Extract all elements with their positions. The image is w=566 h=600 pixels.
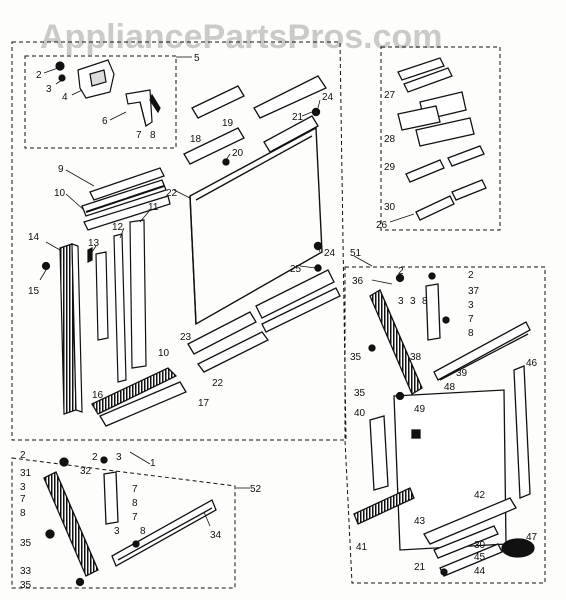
rail-bottom-10-17 — [91, 367, 187, 427]
callout-42: 42 — [474, 490, 486, 501]
callout-8b: 8 — [468, 328, 474, 339]
callout-24b: 24 — [324, 248, 336, 259]
callout-29: 29 — [384, 162, 396, 173]
callout-20: 20 — [232, 148, 244, 159]
callout-24a: 24 — [322, 92, 334, 103]
callout-35b: 35 — [354, 388, 366, 399]
callout-10b: 10 — [158, 348, 170, 359]
callout-3e: 3 — [116, 452, 122, 463]
sub-box-52 — [11, 457, 236, 589]
callout-3a: 3 — [46, 84, 52, 95]
callout-labels: 5 2 3 4 6 7 8 9 10 11 12 13 14 15 16 10 … — [20, 53, 538, 591]
callout-16: 16 — [92, 390, 104, 401]
callout-46: 46 — [526, 358, 538, 369]
callout-36: 36 — [352, 276, 364, 287]
callout-1: 1 — [150, 458, 156, 469]
callout-41: 41 — [356, 542, 368, 553]
callout-2c: 2 — [468, 270, 474, 281]
callout-9: 9 — [58, 164, 64, 175]
callout-43: 43 — [414, 516, 426, 527]
main-frame-boundary — [11, 41, 347, 441]
callout-28: 28 — [384, 134, 396, 145]
callout-22b: 22 — [212, 378, 224, 389]
callout-21: 21 — [292, 112, 304, 123]
callout-27: 27 — [384, 90, 396, 101]
callout-23: 23 — [180, 332, 192, 343]
callout-32: 32 — [80, 466, 92, 477]
callout-7c: 7 — [20, 494, 26, 505]
callout-3c: 3 — [398, 296, 404, 307]
callout-17: 17 — [198, 398, 210, 409]
callout-8a: 8 — [150, 130, 156, 141]
watermark: AppliancePartsPros.com — [40, 18, 443, 56]
callout-35c: 35 — [20, 538, 32, 549]
leader-lines — [39, 56, 415, 527]
callout-52: 52 — [250, 484, 262, 495]
callout-13: 13 — [88, 238, 100, 249]
callout-7b: 7 — [468, 314, 474, 325]
parts-52-assembly — [43, 456, 217, 587]
callout-45: 45 — [474, 552, 486, 563]
bracket-assembly-top-left — [55, 59, 161, 127]
callout-49: 49 — [414, 404, 426, 415]
callout-51: 51 — [350, 248, 362, 259]
callout-26: 26 — [376, 220, 388, 231]
lower-rails-22-23 — [187, 269, 341, 373]
parts-26-kit — [397, 57, 487, 221]
callout-8d: 8 — [20, 508, 26, 519]
callout-2a: 2 — [36, 70, 42, 81]
callout-31: 31 — [20, 468, 32, 479]
callout-33: 33 — [20, 566, 32, 577]
callout-35a: 35 — [350, 352, 362, 363]
rail-9-10 — [81, 167, 171, 231]
callout-8f: 8 — [140, 526, 146, 537]
parts-51-assembly — [353, 272, 535, 577]
callout-15: 15 — [28, 286, 40, 297]
callout-30b: 30 — [474, 540, 486, 551]
callout-10a: 10 — [54, 188, 66, 199]
side-strips — [41, 219, 147, 415]
callout-7a: 7 — [136, 130, 142, 141]
callout-22a: 22 — [166, 188, 178, 199]
sub-box-51 — [344, 266, 546, 584]
callout-48: 48 — [444, 382, 456, 393]
callout-5a: 5 — [194, 53, 200, 64]
callout-3b: 3 — [468, 300, 474, 311]
callout-6: 6 — [102, 116, 108, 127]
callout-38: 38 — [410, 352, 422, 363]
callout-18: 18 — [190, 134, 202, 145]
center-frame — [189, 107, 323, 326]
callout-19: 19 — [222, 118, 234, 129]
callout-8c: 8 — [422, 296, 428, 307]
callout-30a: 30 — [384, 202, 396, 213]
callout-47: 47 — [526, 532, 538, 543]
callout-4a: 4 — [62, 92, 68, 103]
callout-25: 25 — [290, 264, 302, 275]
callout-2d: 2 — [20, 450, 26, 461]
callout-35d: 35 — [20, 580, 32, 591]
callout-7e: 7 — [132, 512, 138, 523]
callout-3f: 3 — [20, 482, 26, 493]
callout-21b: 21 — [414, 562, 426, 573]
callout-14: 14 — [28, 232, 40, 243]
callout-8e: 8 — [132, 498, 138, 509]
callout-37: 37 — [468, 286, 480, 297]
sub-box-26 — [380, 46, 501, 231]
callout-3d: 3 — [410, 296, 416, 307]
upper-rails-18-21 — [183, 75, 327, 166]
callout-7d: 7 — [132, 484, 138, 495]
callout-11: 11 — [148, 202, 159, 213]
callout-2b: 2 — [398, 266, 404, 277]
callout-3g: 3 — [114, 526, 120, 537]
callout-39: 39 — [456, 368, 468, 379]
callout-44: 44 — [474, 566, 486, 577]
callout-40: 40 — [354, 408, 366, 419]
callout-2e: 2 — [92, 452, 98, 463]
callout-34: 34 — [210, 530, 222, 541]
sub-box-top-left — [24, 55, 177, 149]
callout-12: 12 — [112, 222, 124, 233]
